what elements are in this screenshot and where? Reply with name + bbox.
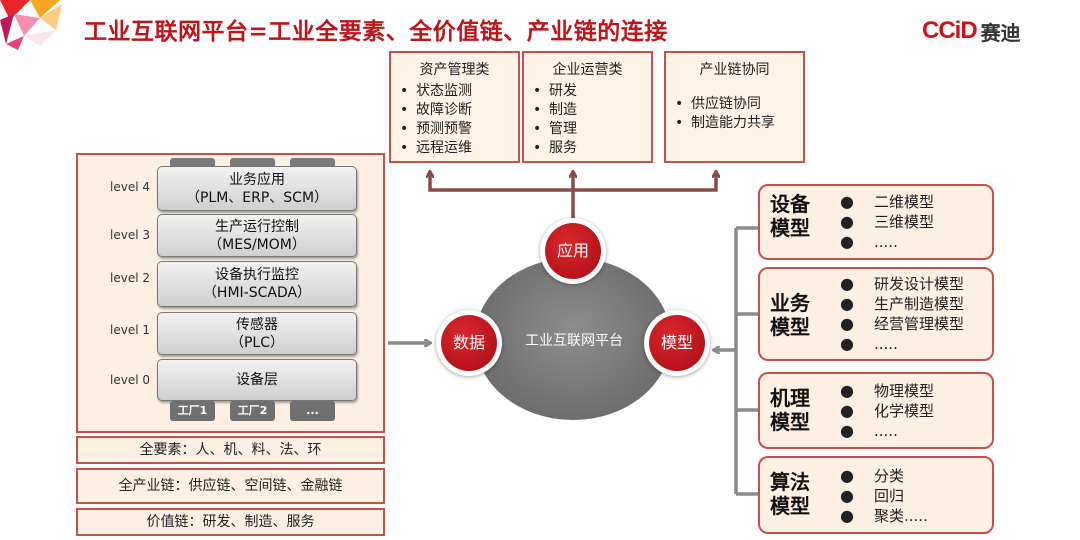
model-name: 业务模型 [770,291,810,339]
bar-value-chain: 价值链：研发、制造、服务 [76,508,385,536]
app-node-label: 应用 [545,223,601,279]
list-item: ●物理模型 [840,381,935,400]
list-item: ●回归 [840,486,905,505]
model-name: 算法模型 [770,470,810,518]
app-node: 应用 [540,218,606,284]
list-item: •预测预警 [400,121,472,137]
list-item: ●化学模型 [840,401,935,420]
bar-all-elements: 全要素：人、机、料、法、环 [76,436,385,464]
model-node-label: 模型 [649,315,705,371]
factory-2: 工厂2 [230,401,275,421]
list-item: ●分类 [840,466,905,485]
list-item: •研发 [533,83,577,99]
model-node: 模型 [644,310,710,376]
model-name: 机理模型 [770,386,810,434]
logo-text-en: CCiD [922,17,978,44]
list-item: ●..... [840,334,898,353]
layer-equipment: 设备层 [157,359,357,401]
list-item: ●研发设计模型 [840,274,965,293]
bar-industry-chain: 全产业链：供应链、空间链、金融链 [76,468,385,504]
level-label: level 2 [110,271,150,285]
corner-decoration [0,0,62,50]
top-box-title: 企业运营类 [552,62,623,78]
list-item: ●生产制造模型 [840,294,965,313]
list-item: ●三维模型 [840,212,935,231]
layer-sensor: 传感器 （PLC） [157,312,357,355]
list-item: ●..... [840,232,898,251]
list-item: ●经营管理模型 [840,314,965,333]
data-node-label: 数据 [441,315,497,371]
ccid-logo: CCiD 赛迪 [922,16,1021,46]
model-box-equipment: 设备模型 ●二维模型 ●三维模型 ●..... [758,184,994,260]
list-item: •制造 [533,102,577,118]
model-box-mechanism: 机理模型 ●物理模型 ●化学模型 ●..... [758,372,994,449]
top-box-title: 产业链协同 [699,62,770,78]
list-item: •服务 [533,140,577,156]
level-label: level 0 [110,373,150,387]
list-item: •状态监测 [400,83,472,99]
level-label: level 3 [110,228,150,242]
level-label: level 4 [110,180,150,194]
top-box-enterprise-operations: 企业运营类 •研发 •制造 •管理 •服务 [522,51,653,163]
top-box-industry-chain: 产业链协同 •供应链协同 •制造能力共享 [664,51,805,163]
model-box-business: 业务模型 ●研发设计模型 ●生产制造模型 ●经营管理模型 ●..... [758,267,994,361]
factory-1: 工厂1 [170,401,215,421]
list-item: ●聚类..... [840,506,928,525]
layer-equipment-monitoring: 设备执行监控 （HMI-SCADA） [157,261,357,307]
layer-business-application: 业务应用 （PLM、ERP、SCM） [157,166,357,211]
platform-ellipse [475,258,671,420]
logo-text-cn: 赛迪 [980,20,1021,45]
list-item: •制造能力共享 [675,115,775,131]
data-node: 数据 [436,310,502,376]
list-item: •远程运维 [400,140,472,156]
platform-label: 工业互联网平台 [525,333,623,349]
top-box-asset-management: 资产管理类 •状态监测 •故障诊断 •预测预警 •远程运维 [389,51,520,163]
list-item: •供应链协同 [675,96,761,112]
list-item: •管理 [533,121,577,137]
list-item: ●二维模型 [840,192,935,211]
model-name: 设备模型 [770,192,810,240]
factory-more: ... [290,401,335,421]
layer-production-control: 生产运行控制 （MES/MOM） [157,214,357,257]
level-label: level 1 [110,323,150,337]
list-item: •故障诊断 [400,102,472,118]
list-item: ●..... [840,421,898,440]
top-box-title: 资产管理类 [419,62,490,78]
page-title: 工业互联网平台=工业全要素、全价值链、产业链的连接 [84,19,668,45]
model-box-algorithm: 算法模型 ●分类 ●回归 ●聚类..... [758,456,994,534]
